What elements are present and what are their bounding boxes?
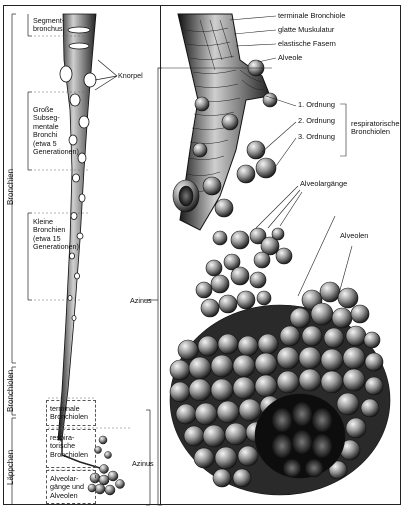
label-alveolargaenge-alveolen: Alveolar- gänge und Alveolen xyxy=(50,475,84,500)
label-alveolen: Alveolen xyxy=(340,232,368,240)
label-ordnung-2: 2. Ordnung xyxy=(298,117,335,125)
label-terminale-bronchiole: terminale Bronchiole xyxy=(278,12,345,20)
right-acinus-illustration xyxy=(162,14,390,495)
label-alveole: Alveole xyxy=(278,54,302,62)
label-alveolargaenge-right: Alveolargänge xyxy=(300,180,347,188)
label-azinus-mid: Azinus xyxy=(130,297,152,305)
label-respiratorische-bronchiolen: respira- torische Bronchiolen xyxy=(50,434,88,459)
label-ordnung-1: 1. Ordnung xyxy=(298,101,335,109)
label-grosse-bronchi: Große Subseg- mentale Bronchi (etwa 5 Ge… xyxy=(33,106,79,156)
label-ordnung-3: 3. Ordnung xyxy=(298,133,335,141)
label-glatte-muskulatur: glatte Muskulatur xyxy=(278,26,334,34)
label-bronchien: Bronchien xyxy=(6,169,15,205)
label-segmentbronchus: Segment- bronchus xyxy=(33,17,64,34)
label-bronchiolen: Bronchiolen xyxy=(6,370,15,412)
label-knorpel: Knorpel xyxy=(118,72,143,80)
label-kleine-bronchien: Kleine Bronchien (etwa 15 Generationen) xyxy=(33,218,79,252)
label-laeppchen: Läppchen xyxy=(6,450,15,485)
label-terminale-bronchiolen: terminale Bronchiolen xyxy=(50,405,88,422)
label-azinus-low: Azinus xyxy=(132,460,154,468)
label-respiratorische-bronchiolen-right: respiratorische Bronchiolen xyxy=(351,120,399,137)
label-elastische-fasern: elastische Fasern xyxy=(278,40,336,48)
